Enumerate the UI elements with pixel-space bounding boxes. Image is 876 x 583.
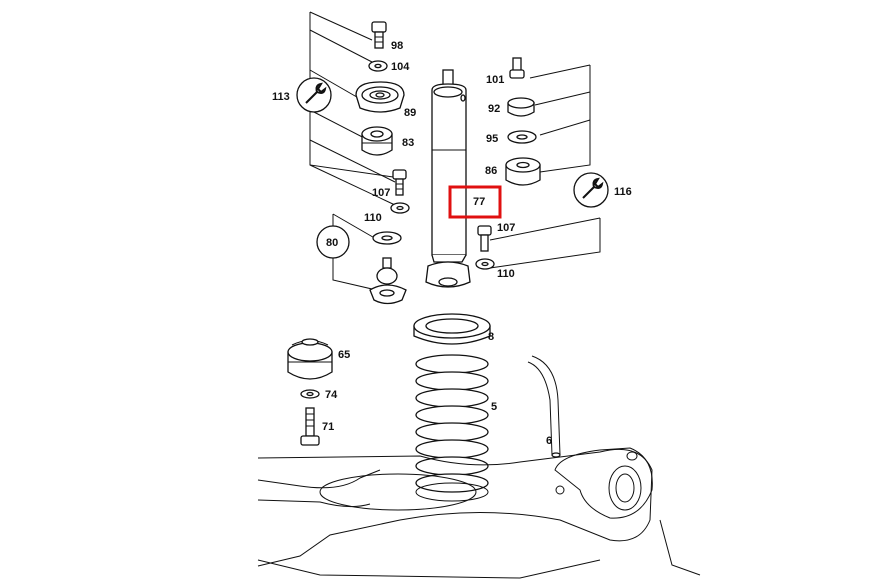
label-89: 89	[404, 107, 416, 119]
shock-absorber-77	[425, 69, 471, 288]
label-113: 113	[272, 91, 290, 103]
spring-seat-8	[413, 313, 491, 345]
washer-74	[300, 389, 320, 399]
label-8: 8	[488, 331, 494, 343]
bolt-71	[300, 407, 320, 446]
mount-89	[355, 81, 405, 113]
label-6: 6	[546, 435, 552, 447]
wrench-icon	[573, 172, 609, 208]
label-101: 101	[486, 74, 504, 86]
hose-6	[527, 355, 561, 458]
label-110-left: 110	[364, 212, 382, 224]
label-98: 98	[391, 40, 403, 52]
washer-110-left	[390, 202, 410, 214]
coil-spring-5	[415, 354, 489, 493]
washer-80	[372, 231, 402, 245]
highlight-box-77	[448, 185, 502, 219]
label-110-right: 110	[497, 268, 515, 280]
spacer-92	[507, 97, 535, 117]
label-86: 86	[485, 165, 497, 177]
label-5: 5	[491, 401, 497, 413]
washer-95	[507, 130, 537, 144]
bump-stop-65	[287, 338, 333, 380]
control-arm-subframe	[257, 447, 701, 579]
label-92: 92	[488, 103, 500, 115]
label-107-left: 107	[372, 187, 390, 199]
wrench-icon	[296, 77, 332, 113]
bushing-83	[361, 126, 393, 156]
label-83: 83	[402, 137, 414, 149]
bolt-101	[509, 57, 525, 79]
washer-104	[368, 60, 388, 72]
bolt-107-left	[392, 169, 407, 196]
label-65: 65	[338, 349, 350, 361]
label-80: 80	[326, 237, 338, 249]
label-95: 95	[486, 133, 498, 145]
ball-joint	[369, 257, 407, 305]
label-74: 74	[325, 389, 338, 401]
bolt-107-right	[477, 225, 492, 252]
label-116: 116	[614, 186, 632, 198]
circle-80	[316, 225, 350, 259]
leader-lines	[309, 11, 601, 293]
label-71: 71	[322, 421, 334, 433]
washer-110-right	[475, 258, 495, 270]
label-104: 104	[391, 61, 410, 73]
label-107-right: 107	[497, 222, 515, 234]
bolt-98	[371, 21, 387, 49]
bushing-86	[505, 157, 541, 186]
label-77: 77	[473, 196, 485, 208]
